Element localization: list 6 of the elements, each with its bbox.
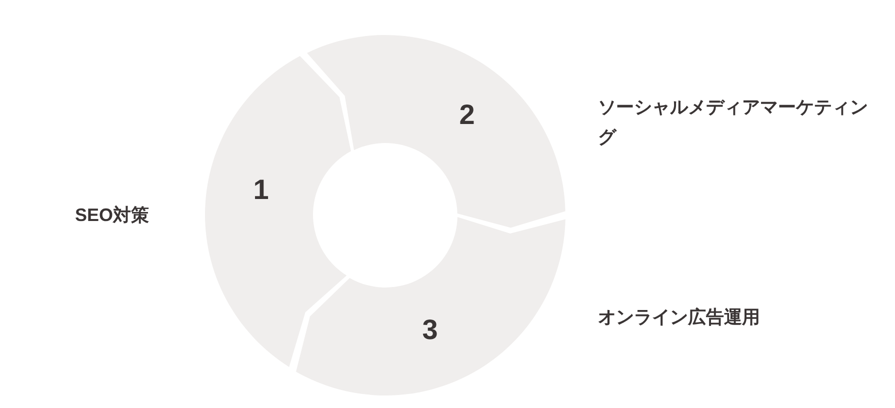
step-label: ソーシャルメディアマーケティング <box>598 96 869 149</box>
step-label: SEO対策 <box>75 204 150 227</box>
step-number: 2 <box>459 98 475 131</box>
step-label: オンライン広告運用 <box>598 306 761 329</box>
step-number: 3 <box>422 314 438 346</box>
step-number: 1 <box>253 174 269 206</box>
